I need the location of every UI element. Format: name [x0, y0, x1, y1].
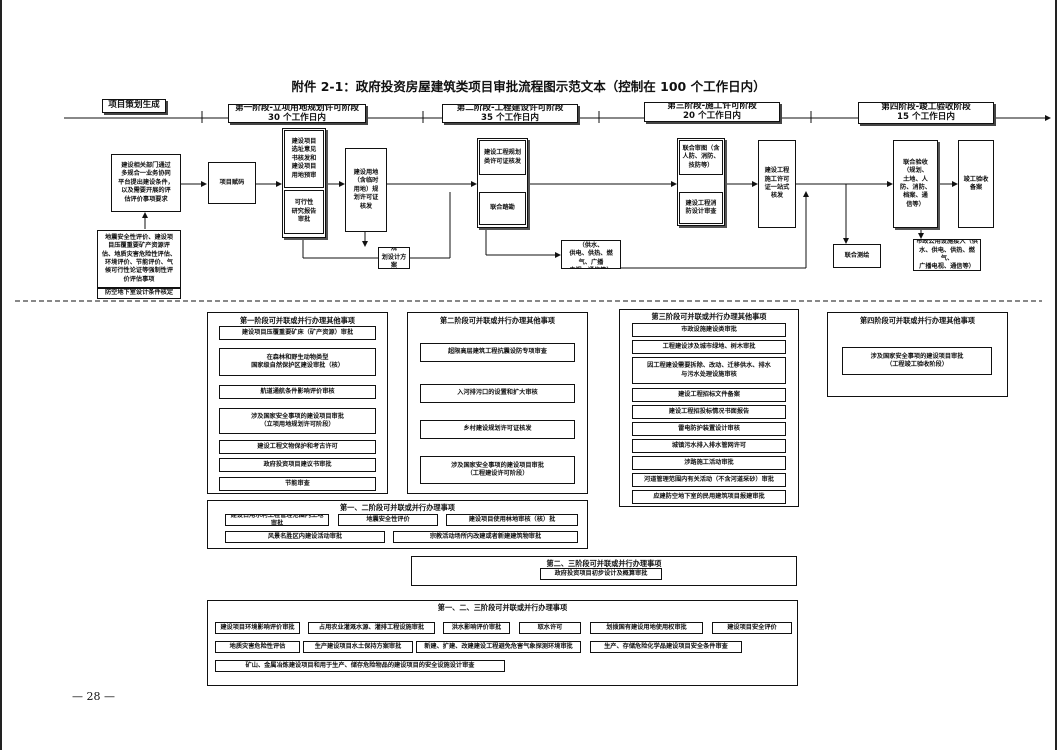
g2-item-2[interactable]: 入河排污口的设置和扩大审核: [420, 384, 575, 403]
g123-item-9[interactable]: 新建、扩建、改建建设工程避免危害气象探测环境审批: [416, 641, 581, 653]
flow-joint-drawing-review[interactable]: 联合审图（含 人防、消防、 技防等）: [679, 140, 723, 175]
flow-civil-defense-conditions[interactable]: 防空地下室设计条件核定: [97, 288, 181, 299]
g123-item-6[interactable]: 建设项目安全评价: [712, 622, 792, 634]
flow-planning-conditions[interactable]: 建设相关部门通过 多规合一业务协同 平台提出建设条件， 以及需要开展的评 估评价…: [111, 154, 181, 212]
group-stage4-title: 第四阶段可并联或并行办理其他事项: [859, 316, 975, 325]
g3-item-1[interactable]: 市政设施建设类审批: [632, 323, 786, 337]
flow-joint-acceptance[interactable]: 联合验收 （规划、 土地、人 防、消防、 档案、通 信等）: [893, 140, 938, 228]
group-stage12-title: 第一、二阶段可并联或并行办理事项: [339, 503, 455, 512]
group-stage1-title: 第一阶段可并联或并行办理其他事项: [239, 316, 355, 325]
g123-item-4[interactable]: 取水许可: [519, 622, 581, 634]
g2-item-4[interactable]: 涉及国家安全事项的建设项目审批 （工程建设许可阶段）: [420, 456, 575, 484]
g1-item-7[interactable]: 节能审查: [219, 477, 376, 491]
g123-item-5[interactable]: 划拨国有建设用地使用权审批: [590, 622, 703, 634]
group-stage2-title: 第二阶段可并联或并行办理其他事项: [439, 316, 555, 325]
group-stage2-parallel: 第二阶段可并联或并行办理其他事项: [407, 312, 588, 494]
g1-item-3[interactable]: 航道通航条件影响评价审核: [219, 385, 376, 399]
flow-joint-survey[interactable]: 建设工程规 划设计方案 联合审查: [378, 247, 410, 269]
flow-utility-connection[interactable]: 市政公用设施接入（供 水、供电、供热、燃气、 广播电视、通信等）: [913, 239, 981, 271]
g123-item-8[interactable]: 生产建设项目水土保持方案审批: [303, 641, 413, 653]
g2-item-1[interactable]: 超限高层建筑工程抗震设防专项审查: [420, 343, 575, 362]
group-stage23-parallel: 第二、三阶段可并联或并行办理事项: [411, 556, 797, 586]
g2-item-3[interactable]: 乡村建设规划许可证核发: [420, 420, 575, 439]
group-stage23-title: 第二、三阶段可并联或并行办理事项: [546, 559, 662, 568]
g12-item-1[interactable]: 建设占用水利工程管理范围内土地审批: [225, 514, 329, 526]
flow-utility-application[interactable]: 市政公用设施报装（供水、 供电、供热、燃气、广播 电视、通信等）: [561, 240, 621, 269]
flow-fire-design-review[interactable]: 建设工程消 防设计审查: [679, 192, 723, 224]
page-title: 附件 2-1：政府投资房屋建筑类项目审批流程图示范文本（控制在 100 个工作日…: [291, 79, 766, 94]
g1-item-1[interactable]: 建设项目压覆重要矿床（矿产资源）审批: [219, 326, 376, 340]
right-border: [1055, 0, 1057, 750]
g12-item-3[interactable]: 建设项目使用林地审核（核）批: [446, 514, 578, 526]
flow-joint-mapping[interactable]: 联合测绘: [833, 244, 881, 268]
g4-item-1[interactable]: 涉及国家安全事项的建设项目审批 （工程竣工验收阶段）: [842, 347, 992, 375]
flow-site-selection[interactable]: 建设项目 选址意见 书核发和 建设项目 用地预审: [284, 130, 324, 188]
g23-item-1[interactable]: 政府投资项目初步设计及概算审批: [540, 568, 662, 580]
g12-item-4[interactable]: 风景名胜区内建设活动审批: [225, 531, 385, 543]
group-stage3-parallel: 第三阶段可并联或并行办理其他事项: [619, 309, 799, 507]
g123-item-7[interactable]: 地质灾害危险性评估: [215, 641, 300, 653]
g3-item-5[interactable]: 建设工程招投标情况书面报告: [632, 405, 786, 419]
flow-feasibility-study[interactable]: 可行性 研究报告 审批: [284, 190, 324, 234]
g3-item-6[interactable]: 雷电防护装置设计审核: [632, 422, 786, 436]
left-border: [0, 0, 2, 750]
group-stage3-title: 第三阶段可并联或并行办理其他事项: [651, 312, 767, 321]
g3-item-4[interactable]: 建设工程招标文件备案: [632, 388, 786, 402]
stage-3-header[interactable]: 第三阶段-施工许可阶段 20 个工作日内: [644, 102, 780, 122]
stage-2-header[interactable]: 第二阶段-工程建设许可阶段 35 个工作日内: [442, 104, 578, 123]
g123-item-3[interactable]: 洪水影响评价审批: [443, 622, 510, 634]
g1-item-2[interactable]: 在森林和野生动物类型 国家级自然保护区建设审批（核）: [219, 348, 376, 376]
stage-4-header[interactable]: 第四阶段-竣工验收阶段 15 个工作日内: [858, 102, 994, 124]
g123-item-2[interactable]: 占用农业灌溉水源、灌排工程设施审批: [308, 622, 435, 634]
g12-item-2[interactable]: 地震安全性评价: [338, 514, 438, 526]
g3-item-7[interactable]: 城镇污水排入排水管网许可: [632, 439, 786, 453]
g123-item-11[interactable]: 矿山、金属冶炼建设项目和用于生产、储存危险物品的建设项目的安全设施设计审查: [215, 660, 505, 672]
flow-mandatory-evaluations[interactable]: 地震安全性评价、建设项 目压覆重要矿产资源评 估、地质灾害危险性评估、 环境评价…: [97, 230, 181, 288]
g3-item-3[interactable]: 因工程建设需要拆除、改动、迁移供水、排水 与污水处理设施审核: [632, 357, 786, 384]
flow-engineering-permit[interactable]: 联合踏勘: [479, 192, 526, 225]
group-stage123-parallel: 第一、二、三阶段可并联或并行办理事项: [207, 600, 798, 686]
g1-item-5[interactable]: 建设工程文物保护和考古许可: [219, 440, 376, 454]
g1-item-4[interactable]: 涉及国家安全事项的建设项目审批 （立项用地规划许可阶段）: [219, 408, 376, 434]
g123-item-1[interactable]: 建设项目环境影响评价审批: [215, 622, 300, 634]
stage-1-header[interactable]: 第一阶段-立项用地规划许可阶段 30 个工作日内: [228, 104, 366, 123]
g3-item-8[interactable]: 涉路施工活动审批: [632, 456, 786, 470]
flow-completion-record[interactable]: 竣工验收 备案: [958, 140, 994, 228]
group-stage123-title: 第一、二、三阶段可并联或并行办理事项: [437, 603, 568, 612]
g3-item-2[interactable]: 工程建设涉及城市绿地、树木审批: [632, 340, 786, 354]
g1-item-6[interactable]: 政府投资项目建议书审批: [219, 458, 376, 472]
group-stage1-parallel: 第一阶段可并联或并行办理其他事项: [207, 312, 388, 494]
flow-design-scheme-review[interactable]: 建设工程规划 类许可证核发: [479, 140, 526, 175]
flow-construction-permit[interactable]: 建设工程 施工许可 证一站式 核发: [758, 140, 796, 228]
flow-project-coding[interactable]: 项目赋码: [208, 162, 256, 204]
stage-project-planning[interactable]: 项目策划生成: [102, 99, 166, 113]
g123-item-10[interactable]: 生产、存储危险化学品建设项目安全条件审查: [590, 641, 742, 653]
group-stage4-parallel: 第四阶段可并联或并行办理其他事项: [827, 312, 1008, 397]
page-number: — 28 —: [72, 690, 115, 703]
group-stage12-parallel: 第一、二阶段可并联或并行办理事项: [207, 500, 588, 549]
g3-item-10[interactable]: 应建防空地下室的民用建筑项目报建审批: [632, 490, 786, 504]
flow-land-planning-permit[interactable]: 建设用地 （含临时 用地）规 划许可证 核发: [345, 148, 387, 232]
g3-item-9[interactable]: 河道管理范围内有关活动（不含河道采砂）审批: [632, 473, 786, 487]
g12-item-5[interactable]: 宗教活动场所内改建或者新建建筑物审批: [393, 531, 578, 543]
